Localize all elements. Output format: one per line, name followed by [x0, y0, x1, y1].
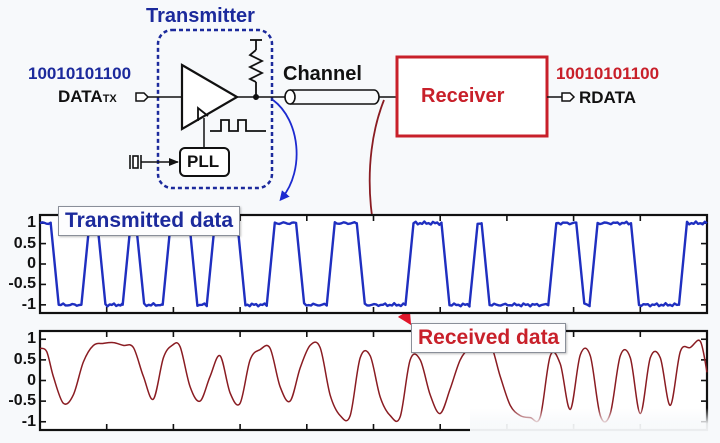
data-tx-label-subscript: TX: [102, 93, 117, 105]
data-tx-port-icon: [135, 92, 150, 102]
y-tick-label: -1: [21, 295, 36, 313]
driver-amplifier-icon: [180, 63, 240, 131]
transmitted-data-callout: Transmitted data: [58, 206, 241, 236]
bottom-fade-overlay: [470, 408, 720, 443]
tx-bit-sequence: 10010101100: [28, 64, 132, 83]
data-tx-label-main: DATA: [58, 87, 103, 106]
y-tick-label: 1: [27, 214, 36, 232]
rdata-label: RDATA: [579, 88, 636, 107]
crystal-oscillator-icon: [129, 155, 142, 169]
receiver-label: Receiver: [421, 85, 505, 107]
tx-probe-arrow: [272, 99, 298, 202]
channel-cable-icon: [284, 89, 380, 105]
transmitted-waveform: [39, 220, 708, 308]
y-tick-label: -0.5: [8, 275, 36, 293]
y-tick-label: 0: [27, 371, 36, 389]
clock-waveform-icon: [210, 119, 266, 132]
termination-resistor-icon: [247, 39, 265, 97]
channel-label: Channel: [283, 63, 362, 85]
y-tick-label: 0.5: [13, 350, 36, 368]
data-tx-label: DATATX: [58, 88, 117, 105]
rdata-port-icon: [561, 92, 576, 102]
pll-block: [179, 147, 230, 177]
pll-label: PLL: [187, 152, 220, 171]
rx-bit-sequence: 10010101100: [556, 64, 660, 83]
receiver-block: [395, 55, 549, 138]
y-tick-label: 1: [27, 330, 36, 348]
y-tick-label: 0.5: [13, 234, 36, 252]
y-tick-label: 0: [27, 255, 36, 272]
y-tick-label: -0.5: [8, 392, 36, 410]
received-waveform: [39, 339, 708, 423]
transmitter-title: Transmitter: [146, 5, 255, 27]
transmitter-boundary: [156, 28, 274, 190]
clock-input-icon: [197, 106, 209, 121]
received-data-callout: Received data: [411, 323, 567, 353]
y-tick-label: -1: [21, 412, 36, 430]
